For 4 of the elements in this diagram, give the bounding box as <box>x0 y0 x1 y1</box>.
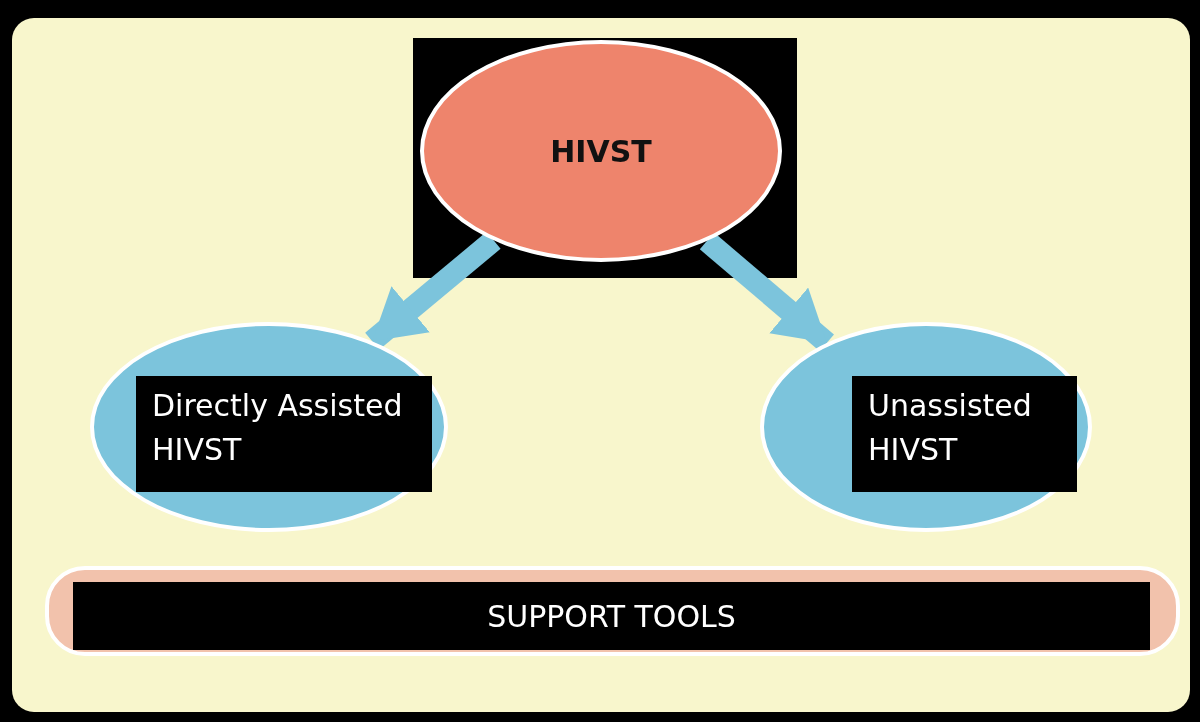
support-label: SUPPORT TOOLS <box>73 582 1150 650</box>
mode-label: Unassisted HIVST <box>852 376 1077 492</box>
mode-label: Directly Assisted HIVST <box>136 376 432 492</box>
hub-label: HIVST <box>550 133 652 169</box>
